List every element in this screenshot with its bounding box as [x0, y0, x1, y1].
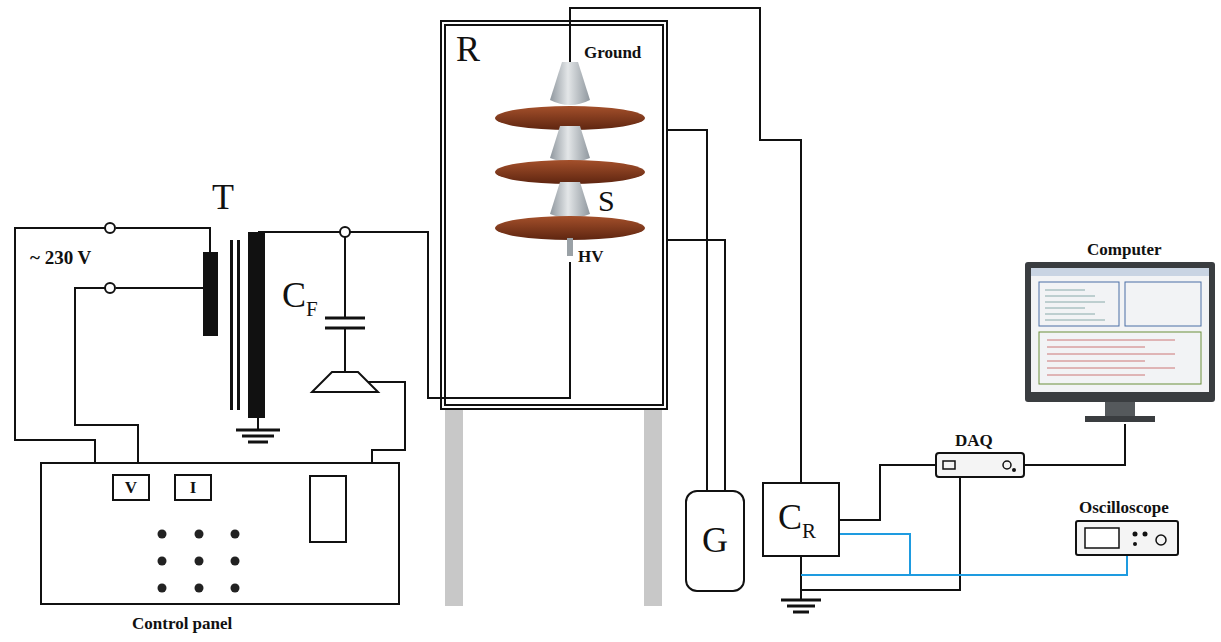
node-label: C: [778, 498, 802, 538]
supply-voltage-label: ~ 230 V: [30, 248, 91, 269]
signal-wire: [570, 8, 801, 482]
device-drawing: [1025, 262, 1217, 424]
node-label: Control panel: [132, 615, 232, 634]
node-label: DAQ: [955, 432, 993, 451]
device-drawing: [937, 454, 1023, 476]
voltmeter-box: V: [112, 474, 150, 501]
node-label: V: [125, 478, 137, 497]
node-label: Computer: [1087, 241, 1162, 260]
node-label: S: [598, 187, 615, 215]
daq-device: DAQ: [935, 452, 1025, 478]
node-label: Ground: [584, 44, 641, 63]
node-label: HV: [578, 248, 604, 267]
node-label: I: [190, 478, 197, 497]
ammeter-box: I: [174, 474, 212, 501]
node-label: Oscilloscope: [1079, 499, 1169, 518]
node-label: R: [802, 520, 816, 543]
oscilloscope-device: Oscilloscope: [1075, 520, 1179, 556]
device-drawing: [1077, 522, 1177, 554]
transformer-label: T: [212, 178, 234, 218]
computer-monitor: Computer: [1025, 262, 1217, 424]
generator-box: G: [685, 490, 745, 592]
signal-wire: [1025, 424, 1125, 465]
device-drawing: [42, 464, 398, 603]
signal-wire: [668, 130, 725, 490]
signal-wire: [840, 465, 935, 520]
reference-capacitor-box: CR: [762, 482, 840, 557]
control-panel: Control panelVI: [40, 462, 400, 605]
node-label: G: [702, 521, 728, 561]
test-chamber: R GroundS HV: [440, 20, 668, 410]
filter-capacitor-subscript: F: [306, 298, 318, 321]
filter-capacitor-label: C: [282, 276, 306, 316]
node-label: R: [456, 30, 480, 70]
